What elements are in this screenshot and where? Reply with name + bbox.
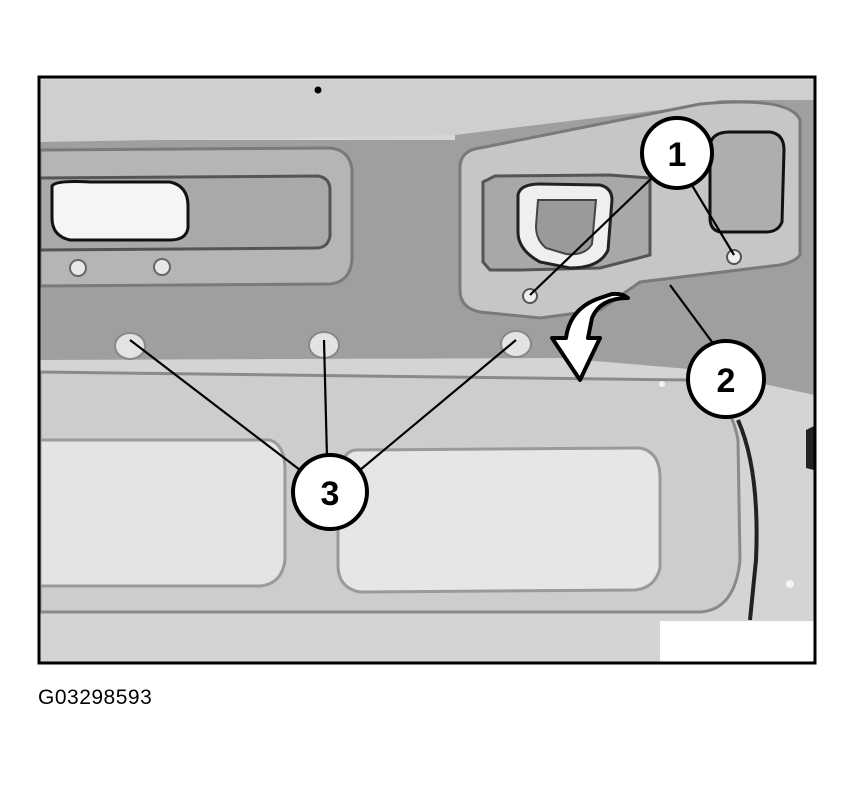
callout-2-label: 2: [717, 362, 736, 400]
callout-1: 1: [640, 116, 714, 190]
leader-lines: [129, 174, 735, 471]
figure-frame: [37, 75, 817, 665]
figure-caption: G03298593: [38, 686, 153, 709]
rotation-arrow-icon: [550, 291, 630, 382]
callout-2: 2: [686, 339, 766, 419]
callout-3-label: 3: [321, 475, 340, 513]
callout-1-label: 1: [668, 136, 687, 174]
callout-3: 3: [291, 453, 369, 531]
